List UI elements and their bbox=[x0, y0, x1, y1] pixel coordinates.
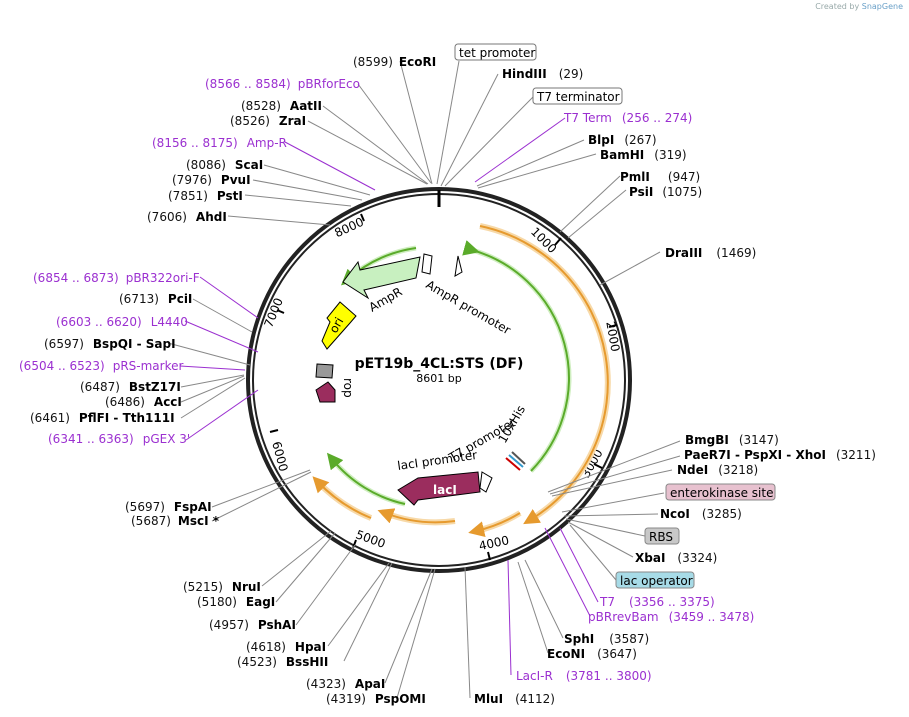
label-t7-primer: T7(3356 .. 3375) bbox=[599, 595, 715, 609]
feature-laci-arrow bbox=[397, 471, 481, 506]
label-bamhi: BamHI(319) bbox=[600, 148, 687, 162]
label-aatii: (8528)AatII bbox=[241, 99, 322, 113]
label-ecori: (8599)EcoRI bbox=[353, 55, 436, 69]
label-pflfi-tth111i: (6461)PflFI - Tth111I bbox=[30, 411, 175, 425]
label-fspai: (5697)FspAI bbox=[125, 500, 212, 514]
label-tet-promoter: tet promoter bbox=[459, 46, 535, 60]
plasmid-name: pET19b_4CL:STS (DF) bbox=[355, 356, 524, 372]
feature-ampr-promoter-label: AmpR promoter bbox=[424, 277, 514, 337]
label-t7-terminator: T7 terminator bbox=[536, 90, 620, 104]
label-laci-r: LacI-R(3781 .. 3800) bbox=[516, 669, 652, 683]
label-pbrrevbam: pBRrevBam(3459 .. 3478) bbox=[588, 610, 754, 624]
feature-t7-stubs bbox=[505, 451, 526, 471]
label-ahdi: (7606)AhdI bbox=[147, 210, 227, 224]
label-paer7i-pspxi-xhoi: PaeR7I - PspXI - XhoI(3211) bbox=[684, 448, 876, 462]
tick-2000: 2000 bbox=[603, 320, 622, 353]
annotation-labels: (8599)EcoRI tet promoter HindIII(29) (85… bbox=[19, 43, 876, 706]
label-bstz17i: (6487)BstZ17I bbox=[80, 380, 181, 394]
feature-ori-label: ori bbox=[326, 315, 346, 336]
label-ndei: NdeI(3218) bbox=[677, 463, 758, 477]
feature-rop-label: rop bbox=[341, 378, 355, 398]
label-pvui: (7976)PvuI bbox=[172, 173, 251, 187]
label-sphi: SphI(3587) bbox=[564, 632, 649, 646]
label-pbr322ori-f: (6854 .. 6873)pBR322ori-F bbox=[33, 271, 200, 285]
label-amp-r: (8156 .. 8175)Amp-R bbox=[152, 136, 287, 150]
label-srui: (5215)NruI bbox=[183, 580, 261, 594]
label-acci: (6486)AccI bbox=[105, 395, 182, 409]
label-pspomi: (4319)PspOMI bbox=[326, 692, 426, 706]
feature-ampr-arrow bbox=[342, 256, 421, 300]
label-scai: (8086)ScaI bbox=[186, 158, 263, 172]
label-bsshii: (4523)BssHII bbox=[237, 655, 328, 669]
orf-arcs bbox=[312, 223, 611, 537]
feature-ampr-promoter-2 bbox=[454, 255, 463, 277]
label-hpai: (4618)HpaI bbox=[246, 640, 326, 654]
label-apai: (4323)ApaI bbox=[306, 677, 385, 691]
label-psti: (7851)PstI bbox=[168, 189, 243, 203]
label-econi: EcoNI(3647) bbox=[547, 647, 637, 661]
label-pmli: PmlI(947) bbox=[620, 170, 700, 184]
label-lac-operator: lac operator bbox=[620, 574, 693, 588]
label-bmgbi: BmgBI(3147) bbox=[685, 433, 779, 447]
label-psii: PsiI(1075) bbox=[629, 185, 702, 199]
label-t7-term: T7 Term(256 .. 274) bbox=[563, 111, 692, 125]
credit-brand: SnapGene bbox=[861, 2, 903, 11]
plasmid-length: 8601 bp bbox=[416, 372, 461, 385]
label-blpi: BlpI(267) bbox=[588, 133, 657, 147]
backbone bbox=[246, 187, 632, 573]
feature-rop-box bbox=[315, 363, 334, 379]
label-mlui: MluI(4112) bbox=[474, 692, 555, 706]
feature-laci-label: lacI bbox=[433, 483, 457, 497]
label-ncoi: NcoI(3285) bbox=[660, 507, 742, 521]
label-bspqi-sapi: (6597)BspQI - SapI bbox=[44, 337, 176, 351]
tick-6000: 6000 bbox=[269, 440, 290, 473]
label-l4440: (6603 .. 6620)L4440 bbox=[56, 315, 188, 329]
label-rbs: RBS bbox=[649, 530, 673, 544]
label-pshai: (4957)PshAI bbox=[209, 618, 296, 632]
feature-ampr-promoter bbox=[421, 253, 433, 275]
label-pgex3: (6341 .. 6363)pGEX 3' bbox=[48, 432, 190, 446]
feature-laci-promoter bbox=[479, 471, 493, 493]
label-pbrforeco: (8566 .. 8584)pBRforEco bbox=[205, 77, 360, 91]
leader-lines bbox=[167, 60, 681, 699]
label-hindiii: HindIII(29) bbox=[502, 67, 583, 81]
credit-prefix: Created by bbox=[815, 2, 860, 11]
credit: Created by SnapGene bbox=[815, 2, 903, 11]
label-prs-marker: (6504 .. 6523)pRS-marker bbox=[19, 359, 183, 373]
label-draiii: DraIII(1469) bbox=[665, 246, 756, 260]
label-eagi: (5180)EagI bbox=[197, 595, 275, 609]
label-enterokinase: enterokinase site bbox=[670, 486, 773, 500]
feature-ampr-label: AmpR bbox=[367, 285, 405, 315]
label-pcii: (6713)PciI bbox=[119, 292, 192, 306]
label-xbai: XbaI(3324) bbox=[635, 551, 717, 565]
feature-rop-arrow bbox=[315, 381, 336, 403]
label-msci: (5687)MscI * bbox=[131, 514, 220, 528]
tick-4000: 4000 bbox=[478, 533, 511, 553]
label-zrai: (8526)ZraI bbox=[230, 114, 306, 128]
feature-ori-arrow bbox=[321, 301, 357, 350]
